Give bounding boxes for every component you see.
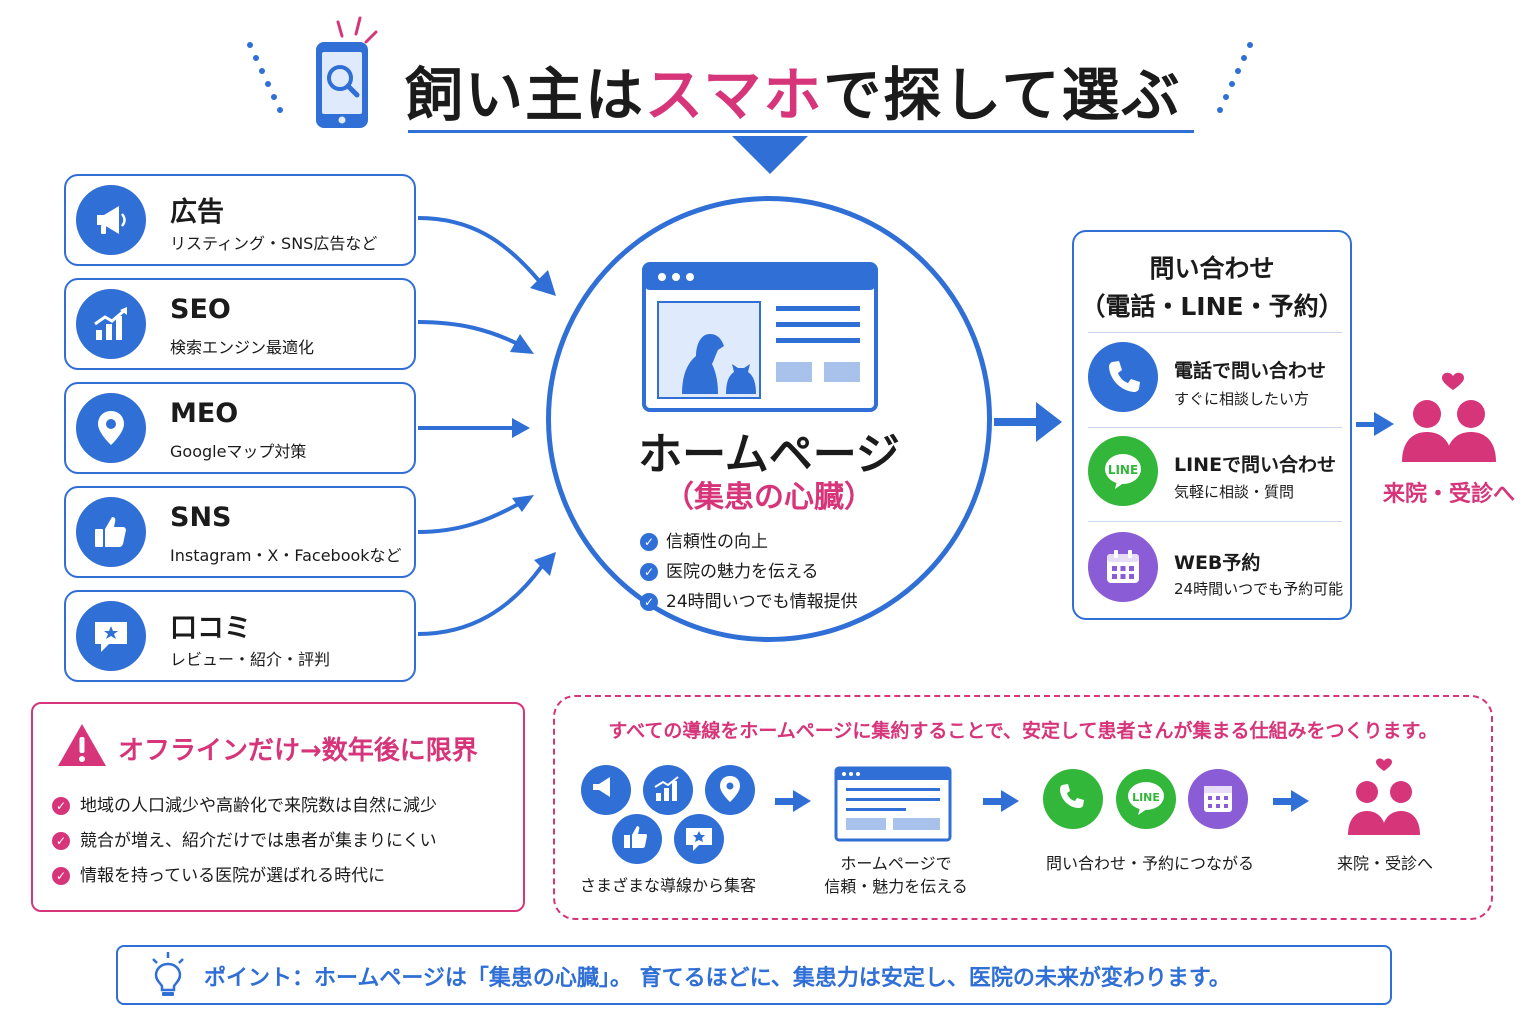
browser-window-icon: [642, 262, 878, 412]
lightbulb-icon: [152, 952, 184, 996]
offline-title: オフラインだけ→数年後に限界: [118, 736, 478, 766]
channel-card-seo: SEO 検索エンジン最適化: [64, 278, 416, 370]
phone-icon: [1043, 769, 1103, 829]
contact-item-label: 電話で問い合わせ: [1174, 360, 1327, 382]
title-decoration: [247, 42, 1253, 174]
megaphone-icon: [581, 765, 631, 815]
contact-item-label: LINEで問い合わせ: [1174, 454, 1337, 476]
hub-subtitle: （集患の心臓）: [664, 480, 874, 515]
flow-step-caption: 来院・受診へ: [1336, 854, 1433, 873]
calendar-icon: [1088, 532, 1158, 602]
map-pin-icon: [76, 393, 146, 463]
contact-title: 問い合わせ（電話・LINE・予約）: [1080, 254, 1344, 321]
growth-chart-icon: [76, 289, 146, 359]
line-icon: LINE: [1116, 769, 1176, 829]
hub-check-item: ✓医院の魅力を伝える: [640, 557, 819, 582]
flow-graphics: LINE: [581, 758, 1420, 864]
hub-title: ホームページ: [638, 429, 900, 480]
warning-icon: [58, 724, 106, 766]
hub-check-item: ✓信頼性の向上: [640, 527, 768, 552]
review-bubble-icon: [674, 814, 724, 864]
offline-item: ✓競合が増え、紹介だけでは患者が集まりにくい: [52, 826, 437, 851]
patients-heart-icon: [1348, 758, 1420, 835]
line-icon: LINE: [1088, 436, 1158, 506]
megaphone-icon: [76, 185, 146, 255]
channel-arrows: [417, 216, 1394, 636]
map-pin-icon: [705, 765, 755, 815]
hub-check-item: ✓24時間いつでも情報提供: [640, 587, 858, 612]
smartphone-search-icon: [316, 16, 378, 128]
flow-title: すべての導線をホームページに集約することで、安定して患者さんが集まる仕組みをつく…: [608, 720, 1438, 742]
divider: [1088, 332, 1342, 333]
page-title: 飼い主はスマホで探して選ぶ: [405, 61, 1182, 129]
calendar-icon: [1188, 769, 1248, 829]
divider: [1088, 427, 1342, 428]
contact-item-label: WEB予約: [1174, 552, 1261, 574]
channel-card-meo: MEO Googleマップ対策: [64, 382, 416, 474]
check-icon: ✓: [52, 867, 70, 885]
offline-item: ✓地域の人口減少や高齢化で来院数は自然に減少: [52, 791, 437, 816]
channel-card-sns: SNS Instagram・X・Facebookなど: [64, 486, 416, 578]
channel-card-ads: 広告 リスティング・SNS広告など: [64, 174, 416, 266]
review-bubble-icon: [76, 601, 146, 671]
point-text: ポイント：ホームページは「集患の心臓」。 育てるほどに、集患力は安定し、医院の未…: [204, 966, 1231, 991]
thumbs-up-icon: [76, 497, 146, 567]
result-label: 来院・受診へ: [1382, 482, 1515, 507]
check-icon: ✓: [52, 832, 70, 850]
check-icon: ✓: [640, 593, 658, 611]
channel-card-reviews: 口コミ レビュー・紹介・評判: [64, 590, 416, 682]
point-bar: [116, 945, 1392, 1005]
offline-item: ✓情報を持っている医院が選ばれる時代に: [52, 861, 385, 886]
patients-heart-icon: [1402, 372, 1496, 462]
svg-text:LINE: LINE: [1132, 791, 1160, 804]
phone-icon: [1088, 342, 1158, 412]
thumbs-up-icon: [612, 814, 662, 864]
title-underline: [408, 130, 1194, 133]
divider: [1088, 521, 1342, 522]
growth-chart-icon: [643, 765, 693, 815]
check-icon: ✓: [640, 563, 658, 581]
offline-limit-box: [31, 702, 525, 912]
browser-window-icon: [834, 766, 952, 842]
contact-item-sub: すぐに相談したい方: [1174, 390, 1310, 408]
svg-text:LINE: LINE: [1108, 463, 1138, 477]
flow-box: [553, 695, 1493, 920]
contact-panel: [1072, 230, 1352, 620]
flow-step-caption: さまざまな導線から集客: [579, 876, 756, 895]
flow-step-caption: 問い合わせ・予約につながる: [1045, 854, 1254, 873]
flow-step-caption: ホームページで信頼・魅力を伝える: [824, 854, 968, 896]
check-icon: ✓: [52, 797, 70, 815]
title-highlight: スマホ: [645, 61, 824, 129]
check-icon: ✓: [640, 533, 658, 551]
contact-item-sub: 24時間いつでも予約可能: [1174, 580, 1344, 598]
contact-item-sub: 気軽に相談・質問: [1174, 483, 1295, 501]
